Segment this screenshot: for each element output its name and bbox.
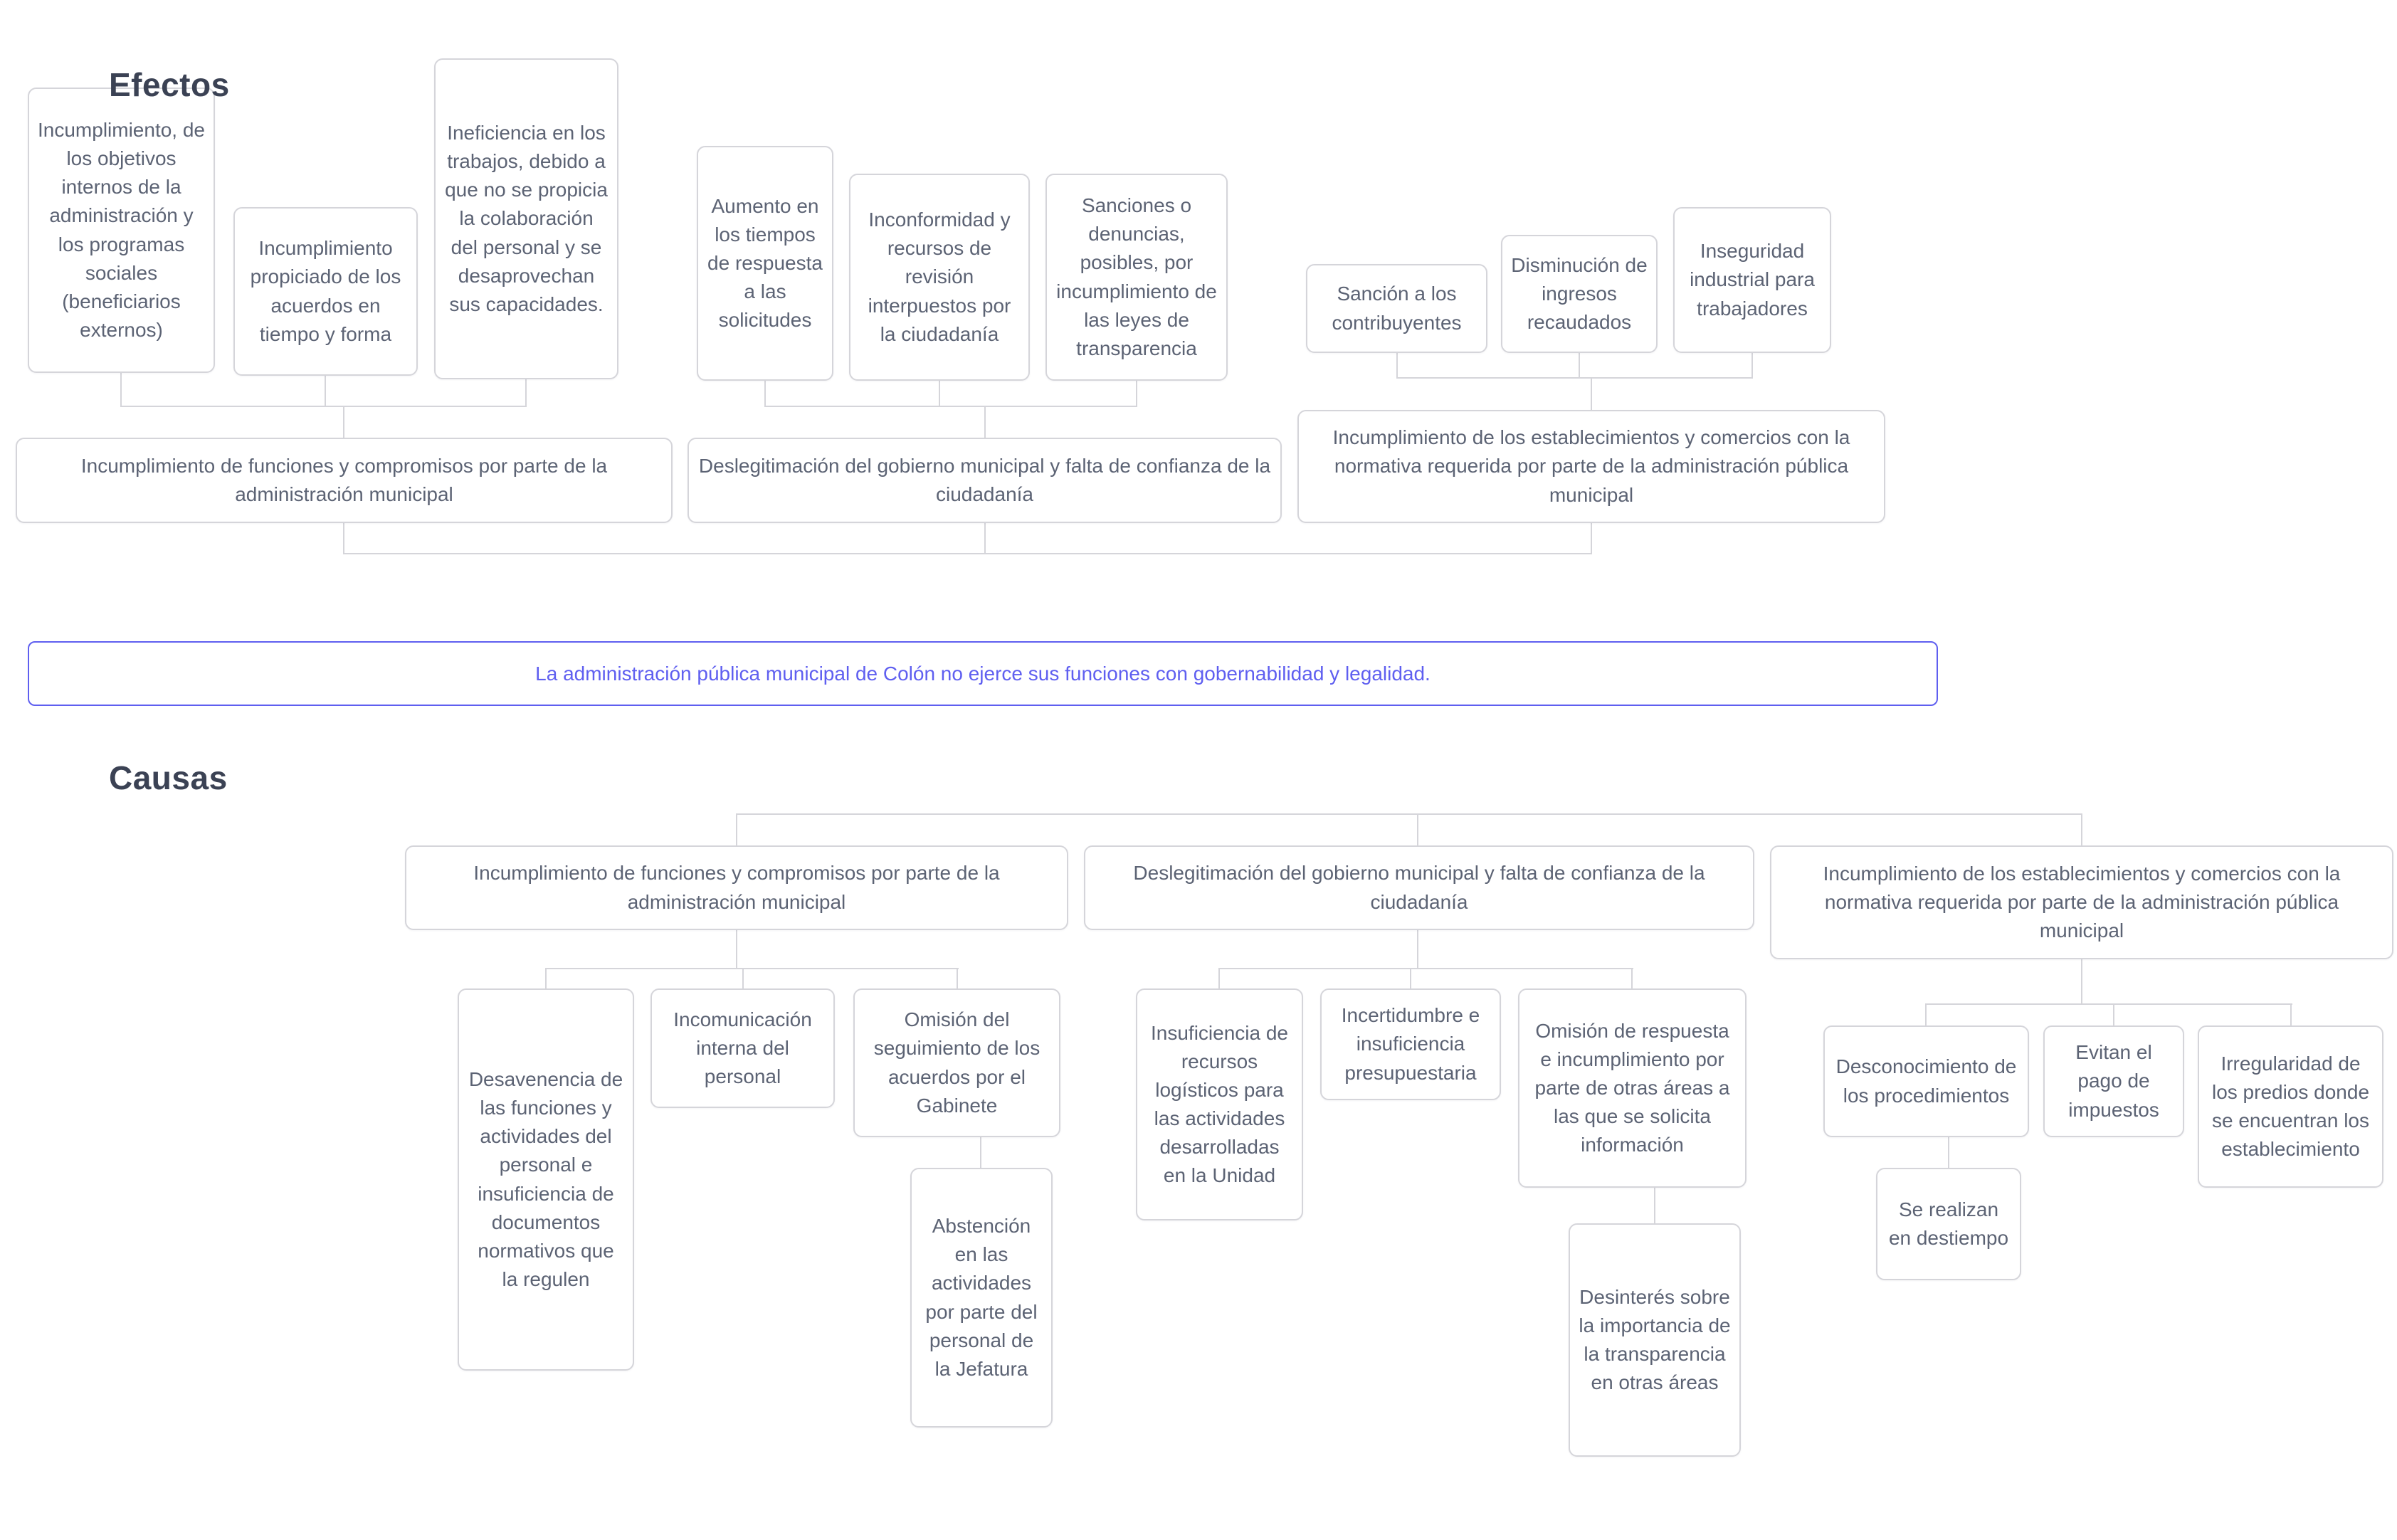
connector-line: [1579, 353, 1580, 377]
connector-line: [1925, 1003, 1927, 1025]
connector-line: [1948, 1137, 1949, 1168]
connector-line: [2113, 1003, 2114, 1025]
effect-node-text: Incumplimiento, de los objetivos interno…: [38, 119, 206, 341]
effect-group-node: Deslegitimación del gobierno municipal y…: [688, 438, 1282, 523]
cause-node-text: Se realizan en destiempo: [1888, 1198, 2009, 1249]
connector-line: [957, 968, 958, 988]
cause-node-text: Incomunicación interna del personal: [673, 1008, 812, 1088]
causes-heading: Causas: [109, 759, 228, 796]
cause-node-text: Insuficiencia de recursos logísticos par…: [1150, 1021, 1288, 1187]
effect-node: Ineficiencia en los trabajos, debido a q…: [434, 58, 618, 379]
cause-node-text: Omisión de respuesta e incumplimiento po…: [1534, 1019, 1730, 1156]
cause-node: Incertidumbre e insuficiencia presupuest…: [1320, 988, 1501, 1100]
cause-node-text: Desavenencia de las funciones y activida…: [468, 1068, 623, 1290]
connector-line: [2081, 813, 2082, 845]
effect-node-text: Incumplimiento propiciado de los acuerdo…: [250, 237, 401, 345]
effect-node-text: Ineficiencia en los trabajos, debido a q…: [445, 122, 608, 315]
connector-line: [1751, 353, 1753, 377]
connector-line: [525, 379, 527, 406]
cause-node: Evitan el pago de impuestos: [2043, 1025, 2184, 1137]
effect-node-text: Incumplimiento de funciones y compromiso…: [80, 454, 608, 505]
cause-node: Abstención en las actividades por parte …: [910, 1168, 1053, 1428]
connector-line: [939, 381, 940, 406]
cause-node: Desavenencia de las funciones y activida…: [458, 988, 634, 1371]
connector-line: [2081, 959, 2082, 1003]
central-problem-text: La administración pública municipal de C…: [535, 662, 1431, 685]
connector-line: [2290, 1003, 2292, 1025]
connector-line: [764, 381, 766, 406]
connector-line: [343, 553, 1592, 554]
effect-group-node: Incumplimiento de funciones y compromiso…: [16, 438, 673, 523]
cause-node: Omisión de respuesta e incumplimiento po…: [1518, 988, 1747, 1188]
cause-node-text: Incertidumbre e insuficiencia presupuest…: [1341, 1004, 1480, 1084]
effect-group-node: Incumplimiento de los establecimientos y…: [1297, 410, 1885, 523]
cause-group-node: Incumplimiento de funciones y compromiso…: [405, 845, 1068, 930]
connector-line: [984, 406, 986, 438]
connector-line: [343, 523, 344, 553]
effect-node: Disminución de ingresos recaudados: [1501, 235, 1658, 353]
cause-node-text: Incumplimiento de funciones y compromiso…: [473, 862, 1000, 913]
connector-line: [343, 406, 344, 438]
cause-node: Desinterés sobre la importancia de la tr…: [1569, 1223, 1741, 1457]
cause-node-text: Evitan el pago de impuestos: [2068, 1041, 2159, 1121]
cause-node: Incomunicación interna del personal: [650, 988, 835, 1108]
cause-group-node: Deslegitimación del gobierno municipal y…: [1084, 845, 1754, 930]
effect-node: Incumplimiento propiciado de los acuerdo…: [233, 207, 418, 376]
connector-line: [984, 523, 986, 553]
effect-node-text: Sanción a los contribuyentes: [1332, 283, 1462, 334]
connector-line: [1218, 968, 1633, 969]
connector-line: [1925, 1003, 2292, 1005]
connector-line: [742, 968, 744, 988]
connector-line: [980, 1137, 981, 1168]
connector-line: [1396, 377, 1753, 379]
connector-line: [325, 376, 326, 406]
effect-node-text: Inseguridad industrial para trabajadores: [1690, 240, 1815, 320]
connector-line: [1591, 377, 1592, 410]
connector-line: [1396, 353, 1398, 377]
connector-line: [1136, 381, 1137, 406]
cause-node-text: Irregularidad de los predios donde se en…: [2211, 1052, 2370, 1161]
effect-node: Sanciones o denuncias, posibles, por inc…: [1045, 174, 1228, 381]
effect-node-text: Inconformidad y recursos de revisión int…: [868, 209, 1011, 345]
effects-heading: Efectos: [109, 66, 230, 103]
connector-line: [1218, 968, 1220, 988]
effect-node-text: Incumplimiento de los establecimientos y…: [1332, 426, 1850, 506]
connector-line: [736, 930, 737, 968]
connector-line: [1417, 813, 1418, 845]
connector-line: [1410, 968, 1411, 988]
effect-node: Inseguridad industrial para trabajadores: [1673, 207, 1831, 353]
cause-node-text: Desconocimiento de los procedimientos: [1835, 1055, 2017, 1107]
cause-node-text: Incumplimiento de los establecimientos y…: [1823, 862, 2341, 942]
cause-node: Irregularidad de los predios donde se en…: [2198, 1025, 2383, 1188]
effect-node: Sanción a los contribuyentes: [1306, 264, 1487, 353]
connector-line: [120, 373, 122, 406]
effect-node: Inconformidad y recursos de revisión int…: [849, 174, 1030, 381]
central-problem-box: La administración pública municipal de C…: [28, 641, 1938, 706]
connector-line: [736, 813, 737, 845]
connector-line: [1631, 968, 1633, 988]
connector-line: [764, 406, 1137, 407]
connector-line: [545, 968, 959, 969]
cause-node-text: Abstención en las actividades por parte …: [925, 1215, 1038, 1380]
cause-node-text: Desinterés sobre la importancia de la tr…: [1579, 1285, 1731, 1394]
effect-node-text: Sanciones o denuncias, posibles, por inc…: [1056, 194, 1217, 359]
effect-node-text: Aumento en los tiempos de respuesta a la…: [707, 194, 823, 332]
connector-line: [1417, 930, 1418, 968]
cause-node: Omisión del seguimiento de los acuerdos …: [853, 988, 1060, 1137]
effect-node: Incumplimiento, de los objetivos interno…: [28, 88, 215, 373]
connector-line: [736, 813, 2082, 815]
effect-node-text: Deslegitimación del gobierno municipal y…: [698, 454, 1271, 505]
connector-line: [545, 968, 547, 988]
cause-node-text: Deslegitimación del gobierno municipal y…: [1133, 862, 1705, 913]
cause-group-node: Incumplimiento de los establecimientos y…: [1770, 845, 2393, 959]
effect-node-text: Disminución de ingresos recaudados: [1511, 253, 1648, 334]
cause-node: Insuficiencia de recursos logísticos par…: [1136, 988, 1303, 1220]
cause-node: Desconocimiento de los procedimientos: [1823, 1025, 2029, 1137]
cause-node-text: Omisión del seguimiento de los acuerdos …: [873, 1008, 1041, 1117]
effect-node: Aumento en los tiempos de respuesta a la…: [697, 146, 833, 381]
connector-line: [120, 406, 527, 407]
cause-node: Se realizan en destiempo: [1876, 1168, 2021, 1280]
connector-line: [1654, 1188, 1655, 1223]
connector-line: [1591, 523, 1592, 553]
